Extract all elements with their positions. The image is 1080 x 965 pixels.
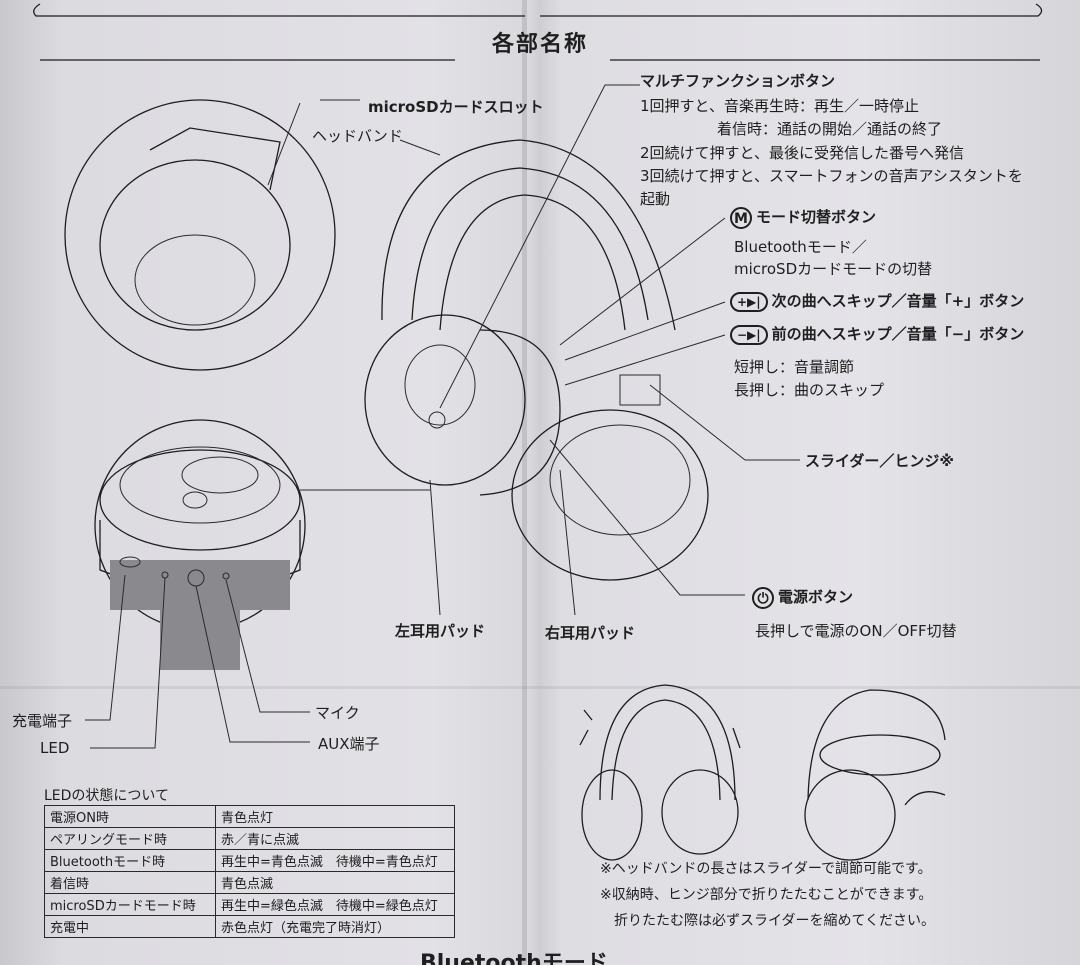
table-cell: 着信時 [44, 871, 216, 894]
table-row: microSDカードモード時再生中=緑色点滅 待機中=緑色点灯 [44, 893, 455, 916]
section-title: 各部名称 [491, 32, 588, 57]
prev-button-title: 前の曲へスキップ／音量「−」ボタン [771, 325, 1025, 343]
table-cell: Bluetoothモード時 [44, 849, 216, 872]
led-label: LED [40, 739, 70, 757]
note-line: 折りたたむ際は必ずスライダーを縮めてください。 [614, 913, 936, 929]
table-cell: 青色点灯 [215, 805, 455, 828]
bottom-heading: Bluetoothモード [420, 951, 608, 965]
multifunction-line: 2回続けて押すと、最後に受発信した番号へ発信 [640, 144, 964, 162]
press-note: 短押し：音量調節 [734, 358, 855, 376]
table-cell: 青色点滅 [215, 871, 455, 894]
table-cell: microSDカードモード時 [44, 893, 216, 916]
power-button-title: 電源ボタン [778, 588, 854, 606]
note-line: ※収納時、ヒンジ部分で折りたたむことができます。 [600, 887, 933, 903]
mode-button-title: モード切替ボタン [756, 208, 877, 226]
table-row: Bluetoothモード時再生中=青色点滅 待機中=青色点灯 [44, 849, 455, 872]
right-pad-label: 右耳用パッド [545, 624, 636, 642]
mic-label: マイク [315, 704, 360, 722]
power-icon: ⏻ [752, 586, 774, 609]
left-pad-label: 左耳用パッド [395, 622, 486, 640]
multifunction-line: 3回続けて押すと、スマートフォンの音声アシスタントを [640, 167, 1023, 185]
table-cell: 電源ON時 [44, 805, 216, 828]
table-cell: 赤／青に点滅 [215, 827, 455, 850]
fold-crease [522, 0, 527, 965]
led-table-heading: LEDの状態について [44, 788, 170, 804]
fold-crease-horizontal [0, 686, 1080, 689]
multifunction-line: 起動 [640, 190, 671, 208]
slider-hinge-label: スライダー／ヒンジ※ [805, 452, 954, 470]
next-track-icon: +▶| [730, 291, 768, 312]
table-cell: ペアリングモード時 [44, 827, 216, 850]
multifunction-line: 着信時：通話の開始／通話の終了 [717, 120, 943, 138]
power-button-line: 長押しで電源のON／OFF切替 [755, 622, 957, 640]
prev-track-icon: −▶| [730, 324, 768, 345]
table-row: 電源ON時青色点灯 [44, 805, 455, 828]
table-cell: 充電中 [44, 915, 216, 938]
mode-m-icon: M [730, 206, 752, 229]
multifunction-line: 1回押すと、音楽再生時：再生／一時停止 [640, 97, 919, 115]
header-banner [33, 3, 1043, 61]
headband-label: ヘッドバンド [312, 127, 403, 145]
table-row: 充電中赤色点灯（充電完了時消灯） [44, 915, 455, 938]
next-button-callout: +▶|次の曲へスキップ／音量「+」ボタン [730, 290, 1024, 312]
led-status-table: 電源ON時青色点灯 ペアリングモード時赤／青に点滅 Bluetoothモード時再… [44, 805, 455, 938]
next-button-title: 次の曲へスキップ／音量「+」ボタン [771, 292, 1025, 310]
press-note: 長押し：曲のスキップ [734, 381, 885, 399]
table-cell: 赤色点灯（充電完了時消灯） [215, 915, 455, 938]
multifunction-title: マルチファンクションボタン [640, 72, 836, 90]
note-line: ※ヘッドバンドの長さはスライダーで調節可能です。 [600, 861, 932, 877]
prev-button-callout: −▶|前の曲へスキップ／音量「−」ボタン [730, 323, 1024, 345]
table-row: 着信時青色点滅 [44, 871, 455, 894]
aux-label: AUX端子 [318, 735, 380, 753]
table-cell: 再生中=青色点滅 待機中=青色点灯 [215, 849, 455, 872]
microsd-slot-label: microSDカードスロット [368, 98, 544, 116]
mode-button-line: microSDカードモードの切替 [734, 260, 933, 278]
mode-button-line: Bluetoothモード／ [734, 238, 867, 256]
power-button-callout: ⏻電源ボタン [752, 586, 853, 609]
table-row: ペアリングモード時赤／青に点滅 [44, 827, 455, 850]
charge-port-label: 充電端子 [12, 712, 73, 730]
table-cell: 再生中=緑色点滅 待機中=緑色点灯 [215, 893, 455, 916]
